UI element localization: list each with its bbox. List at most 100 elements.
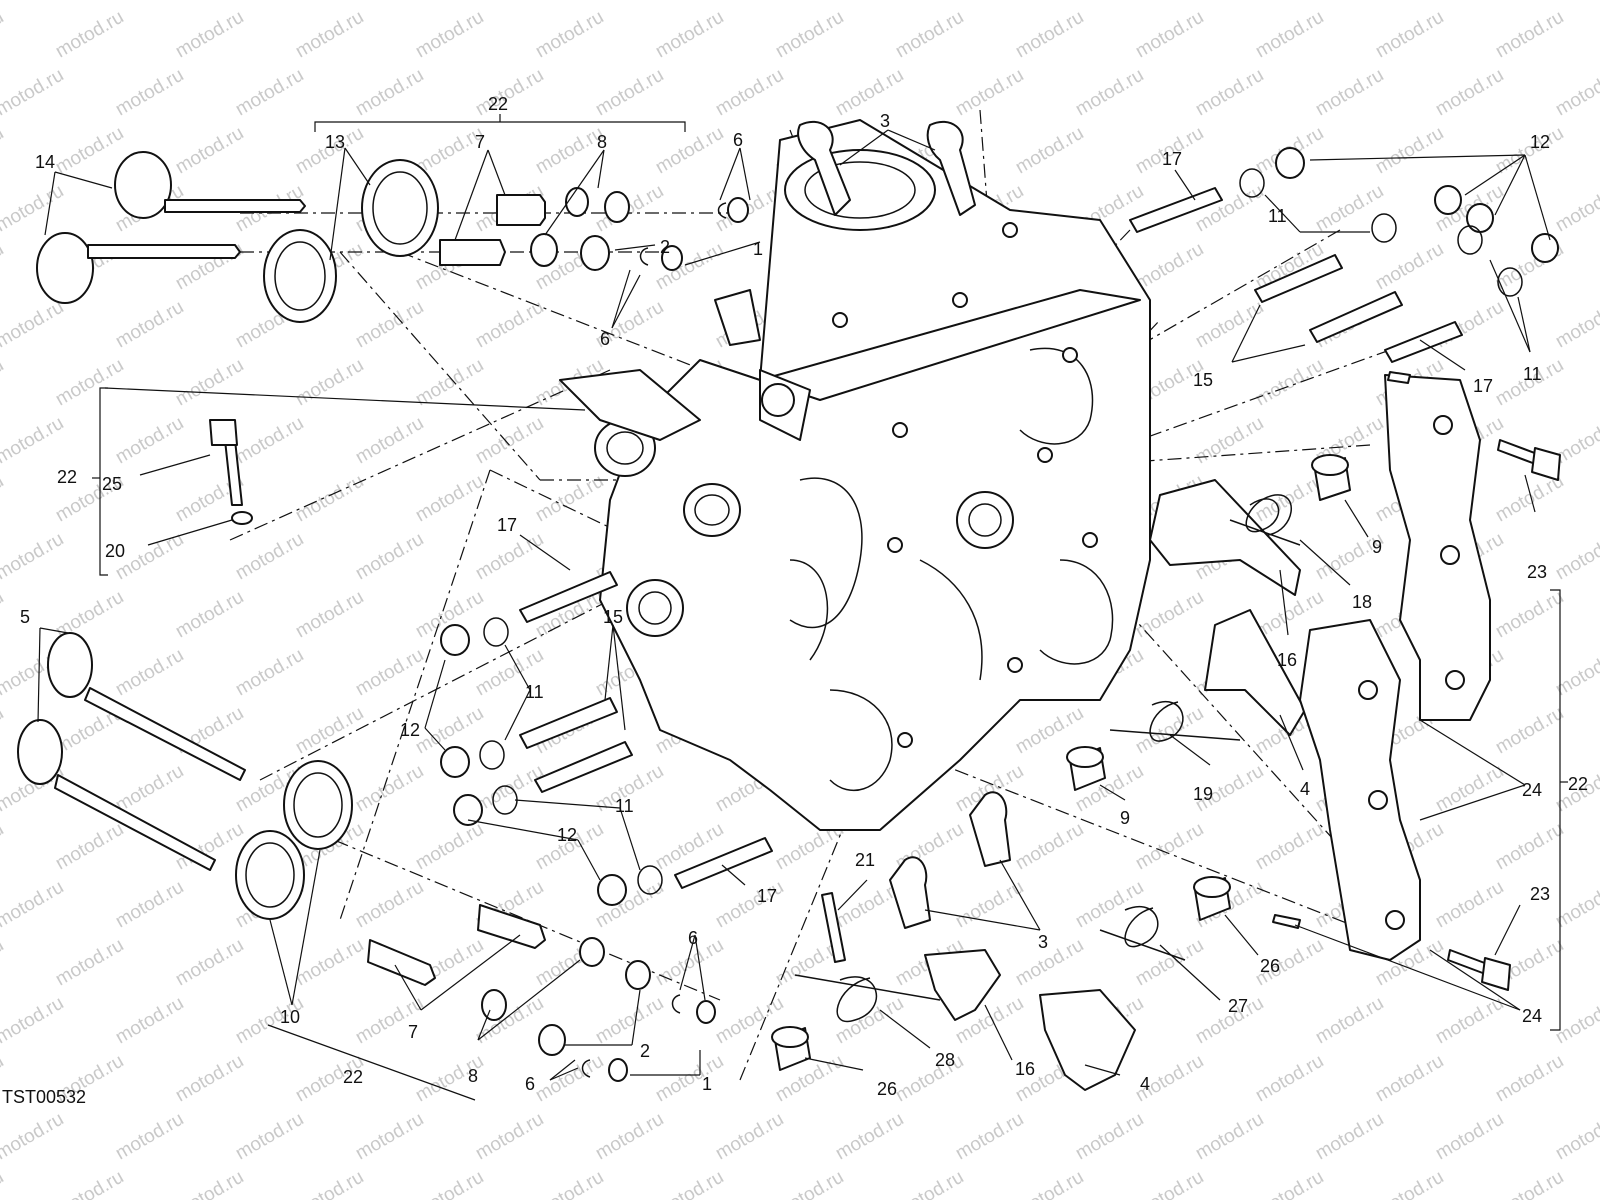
callout-10: 10 <box>280 1007 300 1027</box>
watermark-text: motod.ru <box>532 1167 607 1200</box>
watermark-text: motod.ru <box>232 413 307 469</box>
watermark-text: motod.ru <box>1192 297 1267 353</box>
watermark-text: motod.ru <box>1552 1109 1600 1165</box>
plugs-and-orings <box>440 147 1559 906</box>
watermark-text: motod.ru <box>412 355 487 411</box>
watermark-text: motod.ru <box>112 65 187 121</box>
watermark-text: motod.ru <box>652 1167 727 1200</box>
watermark-text: motod.ru <box>1552 297 1600 353</box>
watermark-text: motod.ru <box>52 123 127 179</box>
callout-6: 6 <box>688 928 698 948</box>
callout-16: 16 <box>1277 650 1297 670</box>
watermark-text: motod.ru <box>892 1167 967 1200</box>
watermark-text: motod.ru <box>472 529 547 585</box>
callout-8: 8 <box>468 1066 478 1086</box>
watermark-text: motod.ru <box>0 1109 67 1165</box>
watermark-text: motod.ru <box>352 529 427 585</box>
callout-11: 11 <box>1268 206 1287 226</box>
watermark-text: motod.ru <box>352 297 427 353</box>
bushings <box>771 454 1351 1071</box>
callout-17: 17 <box>757 886 777 906</box>
callout-1: 1 <box>753 239 763 259</box>
watermark-text: motod.ru <box>1492 1051 1567 1107</box>
watermark-text: motod.ru <box>472 0 547 4</box>
watermark-text: motod.ru <box>0 0 67 4</box>
valves-lower <box>17 632 246 871</box>
watermark-text: motod.ru <box>0 877 67 933</box>
watermark-text: motod.ru <box>472 413 547 469</box>
watermark-text: motod.ru <box>1372 1051 1447 1107</box>
callout-23: 23 <box>1527 562 1547 582</box>
watermark-text: motod.ru <box>112 1109 187 1165</box>
callout-12: 12 <box>400 720 420 740</box>
callout-7: 7 <box>408 1022 418 1042</box>
watermark-text: motod.ru <box>112 877 187 933</box>
watermark-text: motod.ru <box>1072 65 1147 121</box>
callout-22: 22 <box>343 1067 363 1087</box>
bolts-and-studs <box>209 371 1561 991</box>
callout-9: 9 <box>1120 808 1130 828</box>
watermark-text: motod.ru <box>1252 7 1327 63</box>
watermark-text: motod.ru <box>52 7 127 63</box>
watermark-text: motod.ru <box>292 587 367 643</box>
watermark-text: motod.ru <box>1252 355 1327 411</box>
watermark-text: motod.ru <box>292 471 367 527</box>
callout-27: 27 <box>1228 996 1248 1016</box>
callout-12: 12 <box>557 825 577 845</box>
watermark-text: motod.ru <box>712 0 787 4</box>
watermark-text: motod.ru <box>892 7 967 63</box>
callout-24: 24 <box>1522 780 1542 800</box>
watermark-text: motod.ru <box>1312 65 1387 121</box>
watermark-text: motod.ru <box>1492 7 1567 63</box>
watermark-text: motod.ru <box>832 1109 907 1165</box>
watermark-text: motod.ru <box>652 123 727 179</box>
callout-5: 5 <box>20 607 30 627</box>
leader-lines <box>37 114 1568 1101</box>
callout-9: 9 <box>1372 537 1382 557</box>
watermark-text: motod.ru <box>292 355 367 411</box>
watermark-text: motod.ru <box>112 0 187 4</box>
watermark-text: motod.ru <box>352 413 427 469</box>
watermark-text: motod.ru <box>1012 7 1087 63</box>
watermark-text: motod.ru <box>532 471 607 527</box>
watermark-text: motod.ru <box>172 935 247 991</box>
watermark-text: motod.ru <box>1252 819 1327 875</box>
watermark-text: motod.ru <box>52 935 127 991</box>
watermark-text: motod.ru <box>412 7 487 63</box>
callout-25: 25 <box>102 474 122 494</box>
callout-17: 17 <box>1473 376 1493 396</box>
watermark-text: motod.ru <box>232 1109 307 1165</box>
valves-upper <box>36 151 306 304</box>
callout-2: 2 <box>640 1041 650 1061</box>
watermark-text: motod.ru <box>0 181 67 237</box>
watermark-text: motod.ru <box>1552 877 1600 933</box>
watermark-text: motod.ru <box>1252 1167 1327 1200</box>
watermark-text: motod.ru <box>592 1109 667 1165</box>
watermark-text: motod.ru <box>1072 877 1147 933</box>
watermark-text: motod.ru <box>952 1109 1027 1165</box>
watermark-text: motod.ru <box>1492 587 1567 643</box>
watermark-text: motod.ru <box>0 297 67 353</box>
watermark-text: motod.ru <box>0 123 7 179</box>
watermark-text: motod.ru <box>652 7 727 63</box>
callout-8: 8 <box>597 132 607 152</box>
callout-18: 18 <box>1352 592 1372 612</box>
callout-26: 26 <box>877 1079 897 1099</box>
callout-17: 17 <box>497 515 517 535</box>
watermark-text: motod.ru <box>352 877 427 933</box>
watermark-text: motod.ru <box>412 819 487 875</box>
watermark-text: motod.ru <box>172 1167 247 1200</box>
watermark-text: motod.ru <box>0 1167 7 1200</box>
watermark-text: motod.ru <box>1312 1109 1387 1165</box>
watermark-text: motod.ru <box>592 993 667 1049</box>
watermark-text: motod.ru <box>232 645 307 701</box>
watermark-text: motod.ru <box>172 587 247 643</box>
watermark-text: motod.ru <box>0 471 7 527</box>
watermark-text: motod.ru <box>1252 1051 1327 1107</box>
watermark-text: motod.ru <box>1372 239 1447 295</box>
callout-7: 7 <box>475 132 485 152</box>
watermark-text: motod.ru <box>1432 877 1507 933</box>
watermark-text: motod.ru <box>1312 0 1387 4</box>
watermark-text: motod.ru <box>832 0 907 4</box>
watermark-text: motod.ru <box>412 471 487 527</box>
